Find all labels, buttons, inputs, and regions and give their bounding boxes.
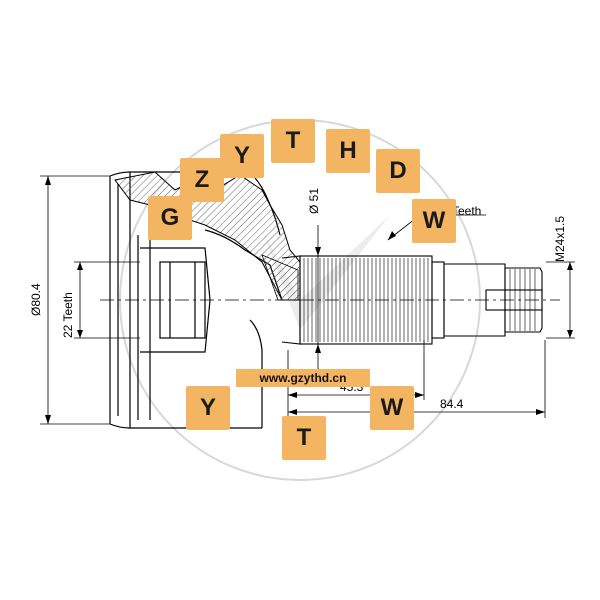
watermark-badge-t: T <box>271 119 315 163</box>
watermark-badge-g: G <box>148 196 192 240</box>
watermark-badge-w: W <box>412 199 456 243</box>
watermark-badge-z: Z <box>180 158 224 202</box>
hatched-section-lower <box>261 254 299 301</box>
watermark-badge-d: D <box>376 149 420 193</box>
dim-outer-teeth: Teeth <box>452 204 481 218</box>
watermark-badge-h: H <box>326 129 370 173</box>
watermark-v-mark <box>262 215 390 330</box>
watermark-badge-y-bottom: Y <box>186 386 230 430</box>
dim-seal-diameter: Ø 51 <box>307 188 321 214</box>
watermark-badge-y: Y <box>220 134 264 178</box>
dim-length-long: 84.4 <box>440 397 464 411</box>
dim-outer-diameter: Ø80.4 <box>29 283 43 316</box>
dimension-arrows <box>45 176 573 424</box>
watermark-url: www.gzythd.cn <box>236 369 370 387</box>
thread-lines <box>509 269 536 331</box>
dim-thread: M24x1.5 <box>553 216 567 262</box>
dim-inner-teeth: 22 Teeth <box>61 292 75 338</box>
spline-teeth <box>303 258 429 342</box>
watermark-badge-w-bottom: W <box>370 386 414 430</box>
bell-housing <box>109 171 283 429</box>
spline-shaft <box>281 255 543 345</box>
watermark-badge-t-bottom: T <box>282 416 326 460</box>
